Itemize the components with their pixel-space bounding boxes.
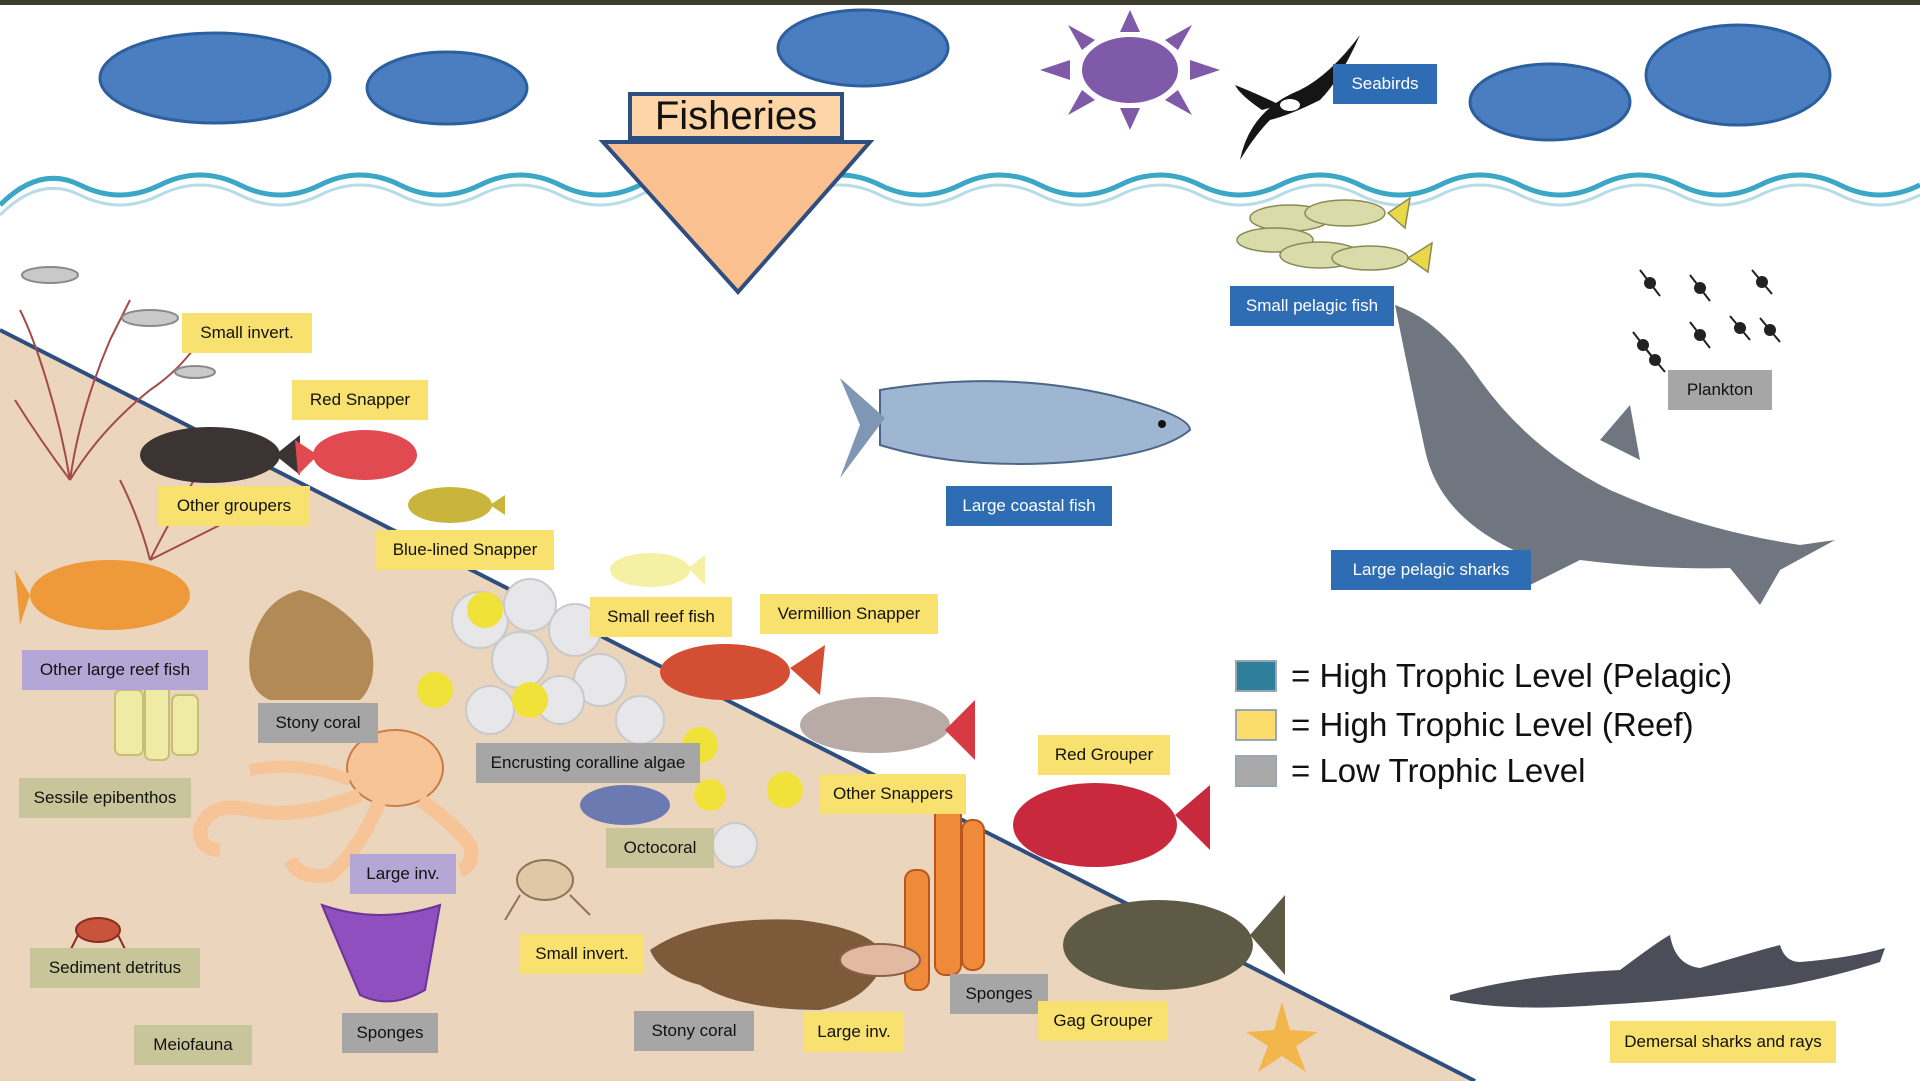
label-large-pelagic-sharks: Large pelagic sharks [1331,550,1531,590]
shark-icon [1450,935,1885,1008]
coral-icon [580,785,670,825]
water-surface [0,175,1920,205]
cloud-icon [1646,25,1830,125]
cloud-icon [367,52,527,124]
legend-text-reef: = High Trophic Level (Reef) [1291,706,1694,744]
fish-icon [295,430,417,480]
fish-icon [1237,198,1432,272]
sun-icon [1040,10,1220,130]
label-stony-coral-bottom: Stony coral [634,1011,754,1051]
fish-icon [610,553,705,587]
label-octocoral: Octocoral [606,828,714,868]
label-vermillion-snapper: Vermillion Snapper [760,594,938,634]
label-red-snapper: Red Snapper [292,380,428,420]
label-small-invert-bottom: Small invert. [520,934,644,974]
legend-text-pelagic: = High Trophic Level (Pelagic) [1291,657,1732,695]
label-other-large-reef-fish: Other large reef fish [22,650,208,690]
label-other-groupers: Other groupers [158,486,310,526]
fish-icon [840,378,1190,478]
label-large-inv-left: Large inv. [350,854,456,894]
plankton-icon [1633,270,1780,372]
label-small-pelagic-fish: Small pelagic fish [1230,286,1394,326]
legend-row-low: = Low Trophic Level [1235,752,1585,790]
top-border [0,0,1920,5]
label-other-snappers: Other Snappers [820,774,966,814]
label-blue-lined-snapper: Blue-lined Snapper [376,530,554,570]
label-large-inv-bottom: Large inv. [804,1012,904,1052]
cloud-icon [1470,64,1630,140]
fish-icon [1013,783,1210,867]
label-stony-coral-top: Stony coral [258,703,378,743]
crab-icon [840,944,920,976]
fisheries-title: Fisheries [628,92,844,140]
legend-swatch-low [1235,755,1277,787]
label-seabirds: Seabirds [1333,64,1437,104]
cloud-icon [100,33,330,123]
label-small-reef-fish: Small reef fish [590,597,732,637]
label-small-invert-top: Small invert. [182,313,312,353]
label-meiofauna: Meiofauna [134,1025,252,1065]
label-red-grouper: Red Grouper [1038,735,1170,775]
label-sessile-epibenthos: Sessile epibenthos [19,778,191,818]
label-sponges-left: Sponges [342,1013,438,1053]
legend-text-low: = Low Trophic Level [1291,752,1585,790]
label-gag-grouper: Gag Grouper [1038,1001,1168,1041]
legend-row-pelagic: = High Trophic Level (Pelagic) [1235,657,1732,695]
legend-row-reef: = High Trophic Level (Reef) [1235,706,1694,744]
label-large-coastal-fish: Large coastal fish [946,486,1112,526]
label-sponges-right: Sponges [950,974,1048,1014]
label-encrusting-coralline-algae: Encrusting coralline algae [476,743,700,783]
cloud-icon [778,10,948,86]
label-demersal-sharks-and-rays: Demersal sharks and rays [1610,1021,1836,1063]
fish-icon [660,644,825,700]
water-surface-shadow [0,185,1920,215]
label-sediment-detritus: Sediment detritus [30,948,200,988]
fish-icon [408,487,505,523]
label-plankton: Plankton [1668,370,1772,410]
fisheries-funnel [603,142,870,292]
legend-swatch-reef [1235,709,1277,741]
legend-swatch-pelagic [1235,660,1277,692]
